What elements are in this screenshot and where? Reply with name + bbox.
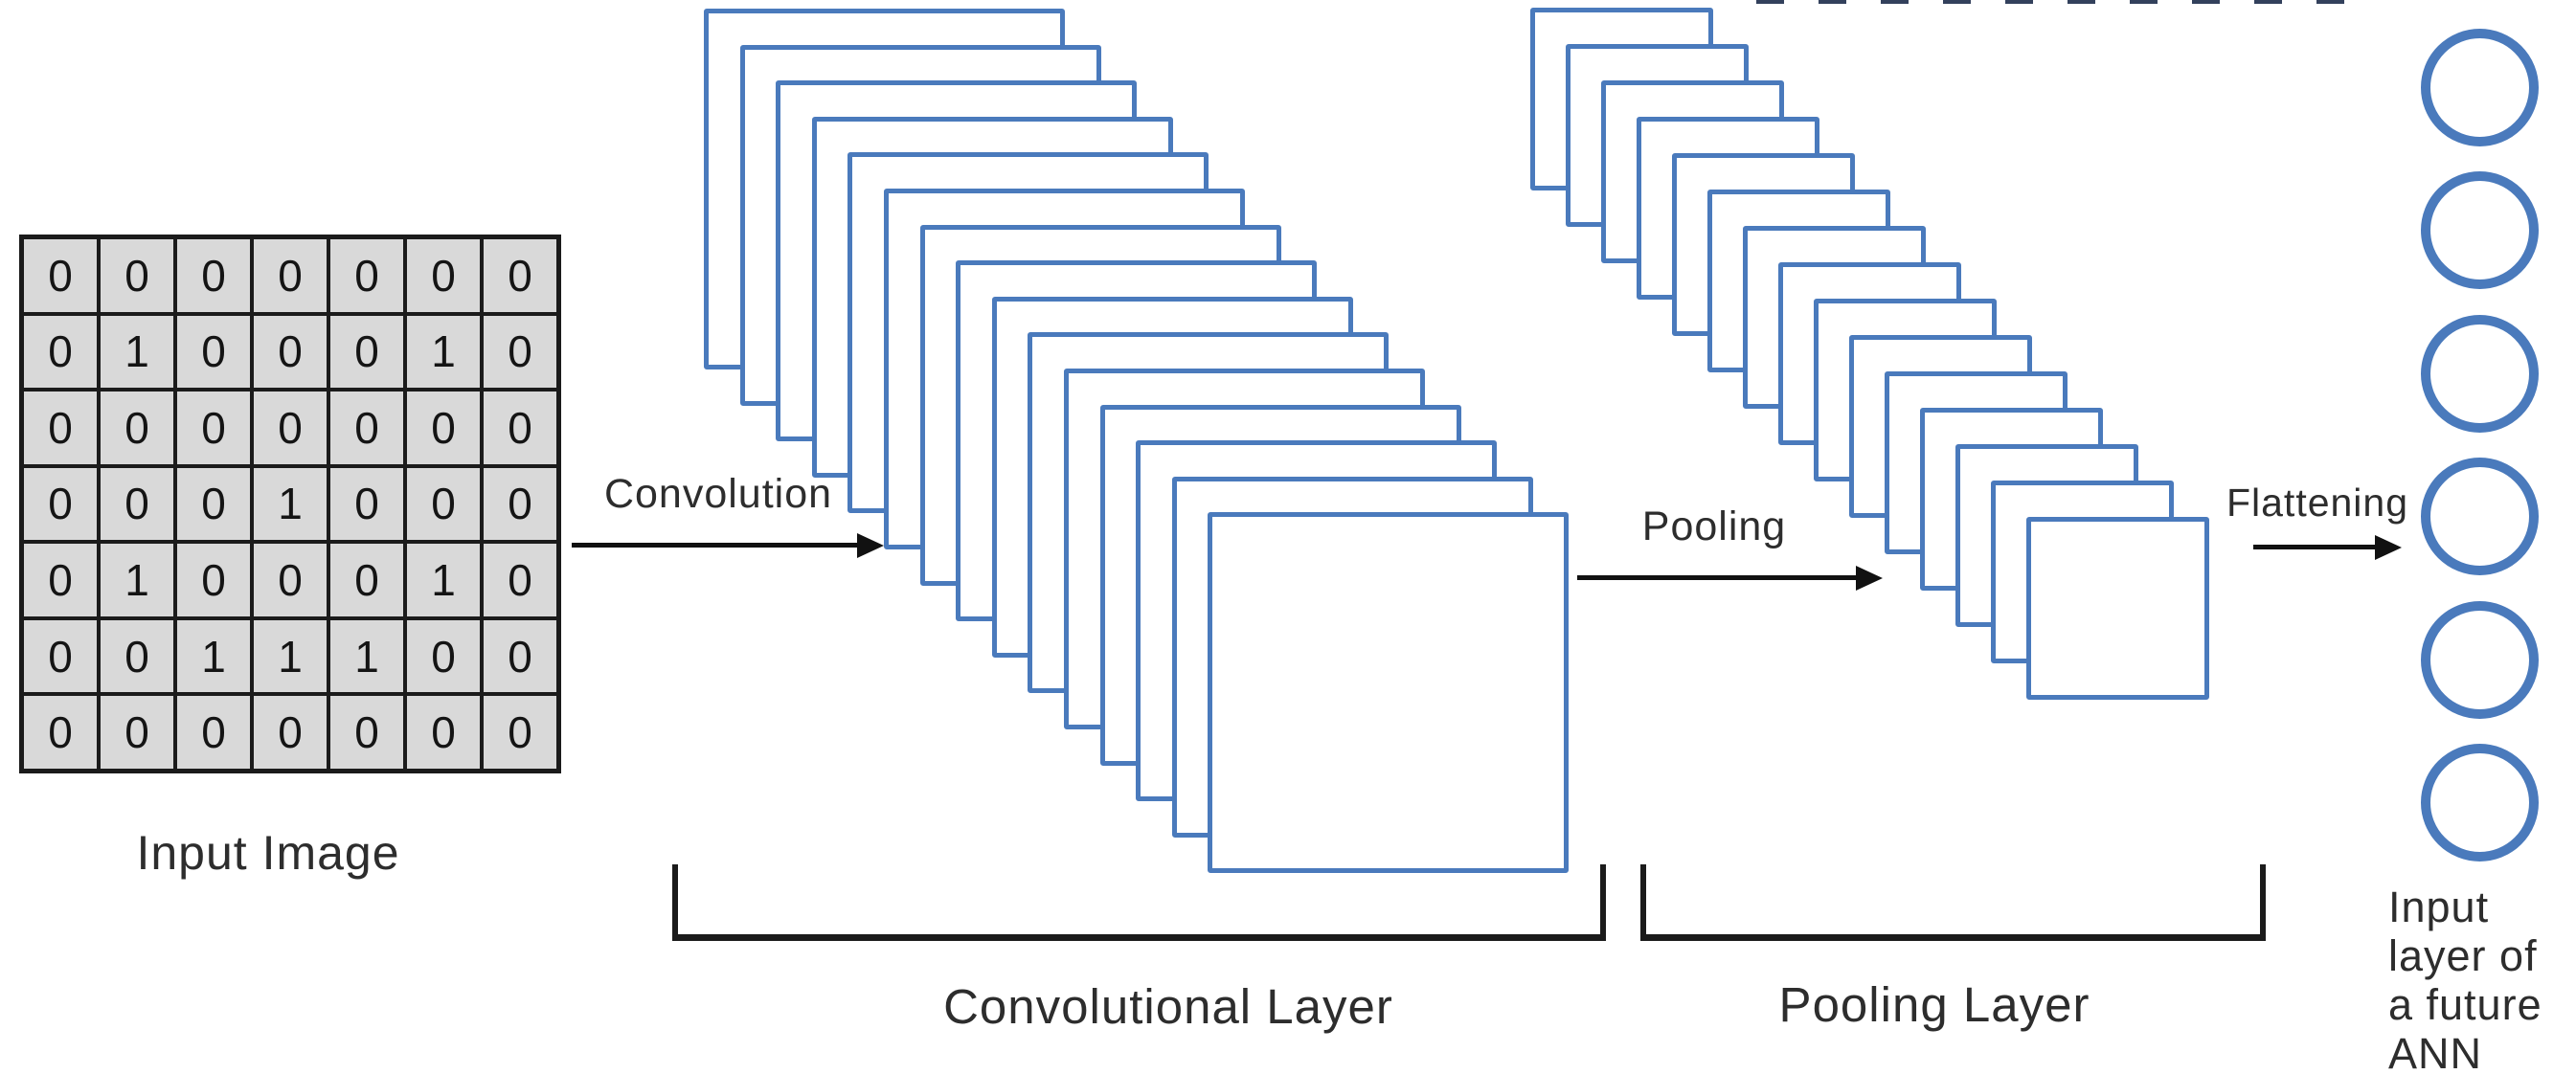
ann-neuron-4 (2421, 458, 2539, 575)
pool-feature-map-15 (2026, 517, 2209, 700)
ann-neuron-5 (2421, 601, 2539, 719)
grid-cell-r2c1: 0 (24, 315, 97, 389)
grid-cell-r6c3: 1 (177, 619, 250, 693)
grid-cell-r2c6: 1 (407, 315, 480, 389)
grid-cell-r3c3: 0 (177, 392, 250, 464)
ann-neuron-1 (2421, 29, 2539, 146)
convolution-arrow (572, 543, 859, 548)
ann-caption-line-3: a future (2388, 980, 2542, 1029)
pooling-arrow (1577, 575, 1858, 580)
ann-caption-line-2: layer of (2388, 931, 2538, 980)
grid-cell-r2c7: 0 (484, 315, 556, 389)
grid-cell-r4c6: 0 (407, 467, 480, 541)
grid-cell-r7c6: 0 (407, 696, 480, 769)
grid-cell-r4c3: 0 (177, 467, 250, 541)
grid-cell-r5c4: 0 (254, 544, 327, 616)
ann-caption: Input layer of a future ANN (2388, 883, 2576, 1074)
grid-cell-r1c7: 0 (484, 239, 556, 312)
ann-neuron-2 (2421, 171, 2539, 289)
ann-neuron-6 (2421, 744, 2539, 861)
grid-cell-r2c3: 0 (177, 315, 250, 389)
grid-cell-r3c4: 0 (254, 392, 327, 464)
conv-feature-map-15 (1208, 512, 1569, 873)
flattening-label: Flattening (2226, 481, 2409, 525)
grid-cell-r1c2: 0 (101, 239, 173, 312)
pooling-layer-label: Pooling Layer (1778, 977, 2090, 1032)
grid-cell-r5c5: 0 (330, 544, 403, 616)
grid-cell-r5c6: 1 (407, 544, 480, 616)
grid-cell-r6c6: 0 (407, 619, 480, 693)
ann-caption-line-4: ANN (2388, 1029, 2483, 1074)
grid-cell-r7c1: 0 (24, 696, 97, 769)
input-image-label: Input Image (136, 826, 400, 880)
grid-cell-r7c2: 0 (101, 696, 173, 769)
grid-cell-r2c2: 1 (101, 315, 173, 389)
grid-cell-r6c2: 0 (101, 619, 173, 693)
grid-cell-r3c1: 0 (24, 392, 97, 464)
cutoff-squares-dashed-edge (1756, 0, 2358, 4)
ann-neuron-3 (2421, 315, 2539, 433)
grid-cell-r3c6: 0 (407, 392, 480, 464)
grid-cell-r2c5: 0 (330, 315, 403, 389)
convolution-arrowhead-icon (857, 533, 884, 558)
grid-cell-r4c5: 0 (330, 467, 403, 541)
grid-cell-r5c7: 0 (484, 544, 556, 616)
convolutional-layer-bracket (672, 864, 1606, 941)
grid-cell-r5c3: 0 (177, 544, 250, 616)
grid-cell-r6c1: 0 (24, 619, 97, 693)
flattening-arrow (2253, 545, 2377, 549)
pooling-arrowhead-icon (1856, 566, 1883, 591)
ann-caption-line-1: Input (2388, 883, 2490, 931)
grid-cell-r4c4: 1 (254, 467, 327, 541)
pooling-layer-bracket (1640, 864, 2266, 941)
grid-cell-r3c2: 0 (101, 392, 173, 464)
grid-cell-r6c5: 1 (330, 619, 403, 693)
convolution-label: Convolution (603, 471, 833, 517)
grid-cell-r5c1: 0 (24, 544, 97, 616)
grid-cell-r6c7: 0 (484, 619, 556, 693)
grid-cell-r7c4: 0 (254, 696, 327, 769)
grid-cell-r2c4: 0 (254, 315, 327, 389)
grid-cell-r4c2: 0 (101, 467, 173, 541)
grid-cell-r5c2: 1 (101, 544, 173, 616)
grid-cell-r4c1: 0 (24, 467, 97, 541)
grid-cell-r6c4: 1 (254, 619, 327, 693)
grid-cell-r7c7: 0 (484, 696, 556, 769)
grid-cell-r7c3: 0 (177, 696, 250, 769)
grid-cell-r1c4: 0 (254, 239, 327, 312)
flattening-arrowhead-icon (2375, 535, 2402, 560)
grid-cell-r1c6: 0 (407, 239, 480, 312)
grid-cell-r3c5: 0 (330, 392, 403, 464)
grid-cell-r7c5: 0 (330, 696, 403, 769)
pooling-label: Pooling (1641, 503, 1787, 549)
grid-cell-r1c5: 0 (330, 239, 403, 312)
grid-cell-r3c7: 0 (484, 392, 556, 464)
grid-cell-r1c1: 0 (24, 239, 97, 312)
grid-cell-r4c7: 0 (484, 467, 556, 541)
convolutional-layer-label: Convolutional Layer (943, 979, 1393, 1034)
grid-cell-r1c3: 0 (177, 239, 250, 312)
